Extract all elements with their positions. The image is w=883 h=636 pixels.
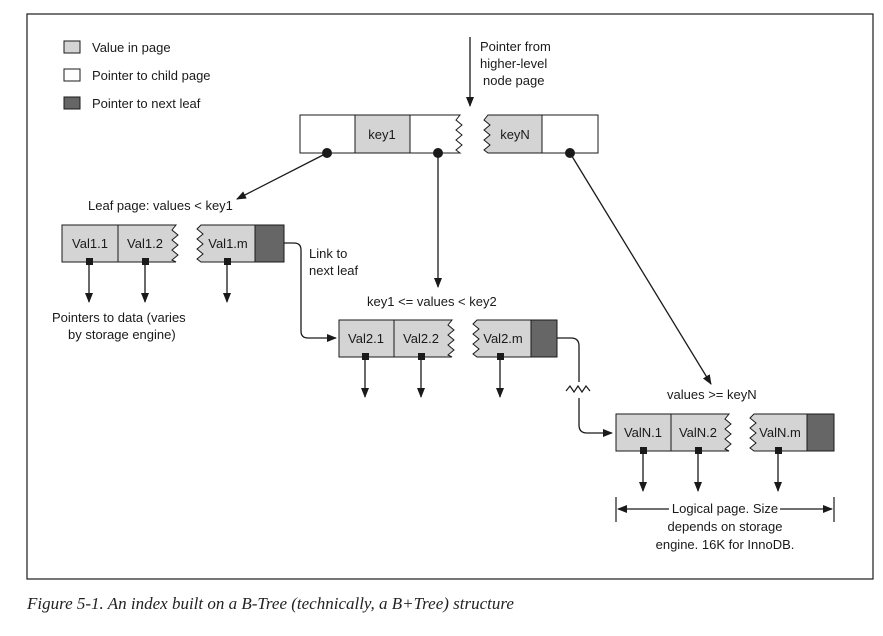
link-to-next-line2: next leaf bbox=[309, 263, 359, 278]
leaf1-val1-text: Val1.1 bbox=[72, 236, 108, 251]
leaf1-val2-text: Val1.2 bbox=[127, 236, 163, 251]
pointer-from-line2: higher-level bbox=[480, 56, 547, 71]
leaf1-data-pointer-1 bbox=[86, 258, 93, 265]
link-break-squiggle bbox=[565, 384, 591, 394]
legend-value-label: Value in page bbox=[92, 40, 171, 55]
legend-value-swatch bbox=[63, 40, 81, 54]
root-key1-text: key1 bbox=[368, 127, 395, 142]
leaf1-data-pointer-2 bbox=[142, 258, 149, 265]
arrow-to-leafN bbox=[569, 152, 712, 385]
leaf1-range-label: Leaf page: values < key1 bbox=[88, 198, 233, 213]
leaf1-next-pointer bbox=[254, 224, 285, 263]
legend-next-swatch bbox=[63, 96, 81, 110]
leaf2-val2-cell bbox=[393, 319, 455, 358]
leaf1-val2-cell bbox=[117, 224, 179, 263]
figure-caption: Figure 5-1. An index built on a B-Tree (… bbox=[26, 594, 514, 613]
logical-page-dimension bbox=[615, 497, 835, 522]
logical-page-line2: depends on storage bbox=[668, 519, 783, 534]
root-keyN-text: keyN bbox=[500, 127, 530, 142]
legend: Value in page Pointer to child page Poin… bbox=[63, 40, 211, 111]
link-to-next-line1: Link to bbox=[309, 246, 347, 261]
leafN-data-pointer-1 bbox=[640, 447, 647, 454]
root-node: key1 keyN bbox=[299, 114, 599, 158]
leaf2-data-pointer-2 bbox=[418, 353, 425, 360]
leafN-data-pointer-3 bbox=[775, 447, 782, 454]
logical-page-line3: engine. 16K for InnoDB. bbox=[656, 537, 795, 552]
leaf2-range-label: key1 <= values < key2 bbox=[367, 294, 497, 309]
legend-child-swatch bbox=[63, 68, 81, 82]
legend-next-label: Pointer to next leaf bbox=[92, 96, 201, 111]
leafN-val1-cell bbox=[615, 413, 672, 452]
figure-frame bbox=[26, 13, 874, 580]
leaf-page-2: Val2.1 Val2.2 Val2.m bbox=[338, 319, 558, 398]
root-pointer-cell-2 bbox=[409, 114, 463, 154]
leafN-val2-cell bbox=[670, 413, 732, 452]
leaf2-val1-cell bbox=[338, 319, 395, 358]
leaf-page-1: Val1.1 Val1.2 Val1.m bbox=[61, 224, 285, 303]
leaf2-val1-text: Val2.1 bbox=[348, 331, 384, 346]
leaf2-valm-text: Val2.m bbox=[483, 331, 523, 346]
leaf1-valm-text: Val1.m bbox=[208, 236, 248, 251]
arrow-to-leaf1 bbox=[236, 152, 328, 200]
pointers-to-data-line2: by storage engine) bbox=[68, 327, 176, 342]
leaf-page-N: ValN.1 ValN.2 ValN.m bbox=[615, 413, 835, 492]
root-pointer-cell-1 bbox=[299, 114, 356, 154]
pointer-from-higher-label: Pointer from higher-level node page bbox=[480, 39, 551, 88]
logical-page-line1: Logical page. Size bbox=[672, 501, 778, 516]
leafN-val1-text: ValN.1 bbox=[624, 425, 662, 440]
root-pointer-cell-3 bbox=[541, 114, 599, 154]
leafN-val2-text: ValN.2 bbox=[679, 425, 717, 440]
leaf2-data-pointer-1 bbox=[362, 353, 369, 360]
leafN-valm-text: ValN.m bbox=[759, 425, 801, 440]
pointer-from-line1: Pointer from bbox=[480, 39, 551, 54]
leaf2-val2-text: Val2.2 bbox=[403, 331, 439, 346]
legend-child-label: Pointer to child page bbox=[92, 68, 211, 83]
leafN-next-pointer bbox=[806, 413, 835, 452]
leaf2-link-lower bbox=[578, 398, 613, 437]
leaf1-to-leaf2-link bbox=[284, 242, 337, 342]
leaf2-link-upper bbox=[557, 337, 580, 382]
leafN-range-label: values >= keyN bbox=[667, 387, 757, 402]
leaf2-next-pointer bbox=[530, 319, 558, 358]
pointer-from-line3: node page bbox=[483, 73, 544, 88]
leaf2-data-pointer-3 bbox=[497, 353, 504, 360]
leaf1-data-pointer-3 bbox=[224, 258, 231, 265]
pointers-to-data-line1: Pointers to data (varies bbox=[52, 310, 186, 325]
leafN-data-pointer-2 bbox=[695, 447, 702, 454]
